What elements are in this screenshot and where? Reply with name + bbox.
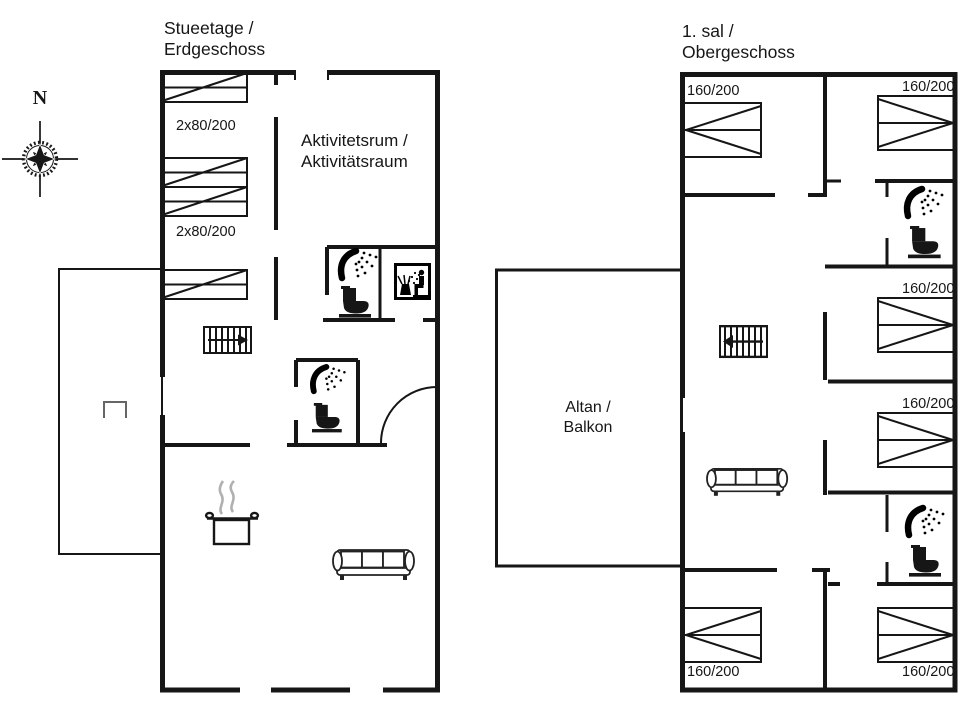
floor1-title: Stueetage / Erdgeschoss [164,18,266,59]
balcony-outline [495,268,683,568]
toilet-icon [339,286,371,318]
single-bed-icon [161,72,248,103]
toilet-icon [908,226,941,259]
shower-icon [313,367,346,391]
shower-icon [341,251,377,278]
single-bed-icon [161,157,248,188]
double-bed-icon [877,412,957,468]
sofa-icon [332,549,415,581]
stairs-icon [203,326,252,354]
bed-size-label: 2x80/200 [176,118,236,134]
double-bed-icon [877,297,957,353]
double-bed-icon [877,95,957,151]
bed-size-label: 160/200 [902,396,955,412]
bed-size-label: 160/200 [902,281,955,297]
single-bed-icon [161,186,248,217]
toilet-icon [312,403,342,433]
open-square-marker-icon [103,401,127,418]
double-bed-icon [877,607,957,663]
bed-size-label: 160/200 [902,79,955,95]
terrace-outline [58,268,163,555]
floor1-interior-walls [165,70,437,447]
cooking-pot-icon [204,479,260,546]
single-bed-icon [161,269,248,300]
compass-rose-icon [2,121,78,197]
compass-n-label: N [32,87,48,109]
bed-size-label: 2x80/200 [176,224,236,240]
bed-size-label: 160/200 [902,664,955,680]
floor2-plan [495,72,958,693]
floor2-title: 1. sal / Obergeschoss [682,21,795,62]
shower-icon [907,189,943,216]
room-label-aktivitetsrum: Aktivitetsrum / Aktivitätsraum [301,131,408,171]
shower-icon [908,508,944,535]
sauna-icon [394,263,431,300]
bed-size-label: 160/200 [687,83,740,99]
sofa-icon [706,467,789,497]
toilet-icon [909,545,941,577]
stairs-icon [718,324,769,359]
balcony-label: Altan / Balkon [563,399,613,436]
bed-size-label: 160/200 [687,664,740,680]
floor1-plan [58,70,440,693]
double-bed-icon [682,607,762,663]
floor2-interior-walls [682,74,955,690]
double-bed-icon [682,102,762,158]
door-swing-icon [380,386,438,444]
